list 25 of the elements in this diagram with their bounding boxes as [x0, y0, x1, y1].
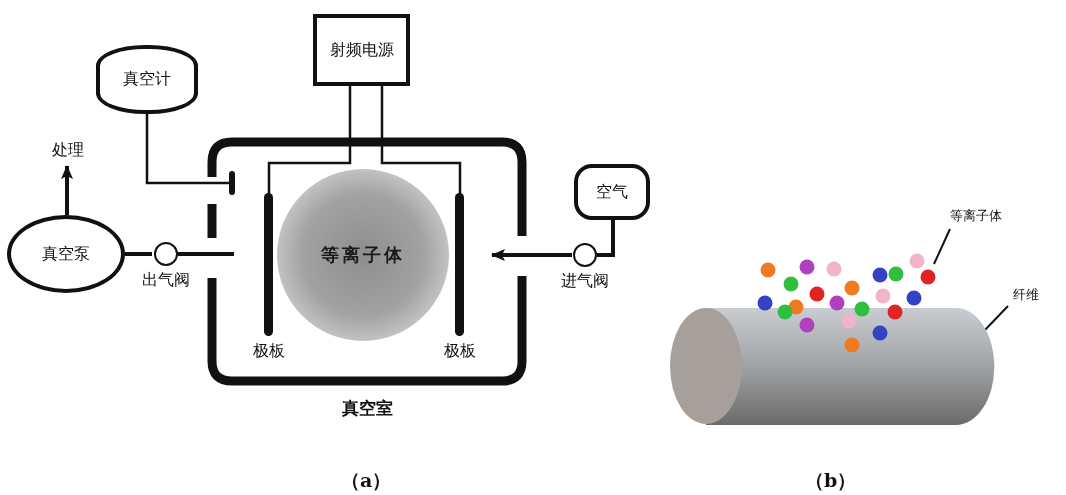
output-label: 处理: [46, 138, 90, 162]
plate-label: 极板: [252, 341, 286, 362]
gauge-box: 真空计: [96, 45, 198, 114]
arrow: [491, 249, 572, 261]
plate-label: 极板: [443, 341, 477, 362]
plasma-cloud: 等离子体: [277, 169, 449, 341]
connector-line: [597, 220, 615, 257]
valve-label: 进气阀: [560, 271, 610, 292]
panel-label: （a）: [341, 468, 392, 493]
callout-label: 等离子体: [940, 205, 1012, 227]
panel-label: （b）: [805, 468, 857, 493]
gauge-line: [145, 114, 235, 195]
chamber-label: 真空室: [340, 397, 394, 420]
connector-line: [380, 86, 462, 195]
callout-label: 纤维: [1006, 284, 1046, 306]
pump-ellipse: 真空泵: [7, 215, 125, 293]
connector-line: [178, 252, 234, 256]
valve-label: 出气阀: [141, 270, 191, 291]
connector-line: [125, 252, 152, 256]
connector-line: [267, 86, 352, 195]
arrow: [61, 165, 73, 215]
air-box: 空气: [574, 164, 650, 220]
leader-line: [933, 228, 951, 265]
power-supply-box: 射频电源: [313, 14, 410, 86]
leader-line: [983, 305, 1009, 332]
